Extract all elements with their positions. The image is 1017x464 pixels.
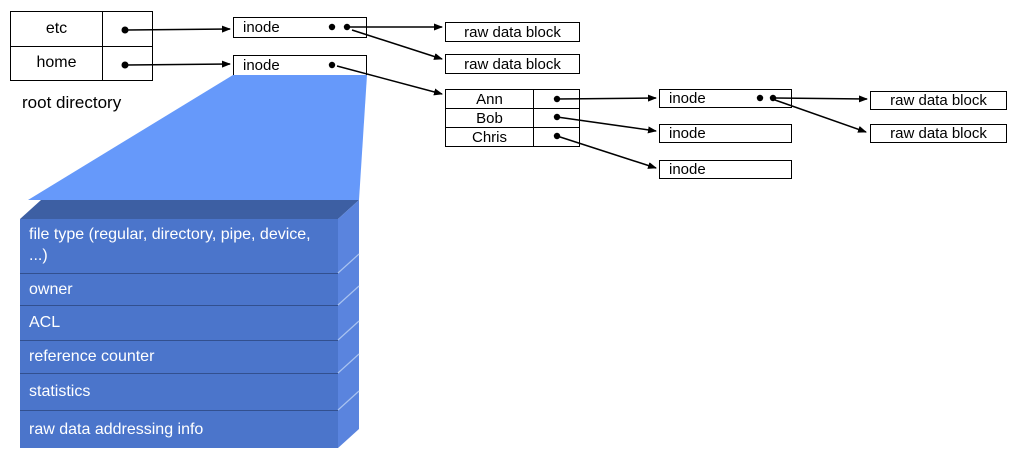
root-directory-table: etc home [10, 11, 153, 81]
directory-row-home: home [11, 45, 152, 81]
raw-data-block-1: raw data block [445, 22, 580, 42]
inode-field-owner: owner [20, 273, 338, 305]
raw-data-block-2: raw data block [445, 54, 580, 74]
inode-label: inode [669, 161, 706, 178]
inode-field-raw-data-addressing: raw data addressing info [20, 410, 338, 448]
raw-data-block-3: raw data block [870, 91, 1007, 110]
inode-label: inode [669, 90, 706, 107]
inode-label: inode [243, 57, 280, 74]
raw-data-block-label: raw data block [464, 55, 561, 73]
inode-table-top-face [20, 200, 359, 219]
dir-entry-name: Bob [446, 109, 534, 127]
inode-field-statistics: statistics [20, 373, 338, 410]
directory-row-etc: etc [11, 12, 152, 46]
raw-data-block-4: raw data block [870, 124, 1007, 143]
inode-structure-table: file type (regular, directory, pipe, dev… [20, 219, 338, 448]
inode-box-chris: inode [659, 160, 792, 179]
dir-entry-name: home [11, 46, 103, 80]
raw-data-block-label: raw data block [464, 23, 561, 41]
inode-box-home: inode [233, 55, 367, 76]
inode-field-file-type: file type (regular, directory, pipe, dev… [20, 219, 338, 273]
inode-field-acl: ACL [20, 305, 338, 340]
dir-entry-name: etc [11, 12, 103, 46]
dir-entry-name: Chris [446, 128, 534, 146]
dir-entry-name: Ann [446, 90, 534, 108]
inode-field-reference-counter: reference counter [20, 340, 338, 373]
raw-data-block-label: raw data block [890, 125, 987, 142]
directory-row-bob: Bob [446, 108, 579, 127]
side-face-row-dividers [337, 253, 360, 411]
dir-entry-pointer-cell [534, 109, 579, 127]
dir-entry-pointer-cell [103, 12, 152, 46]
root-directory-caption: root directory [22, 93, 122, 112]
directory-row-chris: Chris [446, 127, 579, 146]
raw-data-block-label: raw data block [890, 92, 987, 109]
dir-entry-pointer-cell [534, 128, 579, 146]
dir-entry-pointer-cell [534, 90, 579, 108]
directory-row-ann: Ann [446, 90, 579, 108]
inode-label: inode [243, 19, 280, 36]
home-directory-table: Ann Bob Chris [445, 89, 580, 147]
dir-entry-pointer-cell [103, 47, 152, 81]
inode-label: inode [669, 125, 706, 142]
inode-box-etc: inode [233, 17, 367, 38]
inode-box-bob: inode [659, 124, 792, 143]
inode-table-side-face [338, 200, 359, 448]
inode-box-ann: inode [659, 89, 792, 108]
